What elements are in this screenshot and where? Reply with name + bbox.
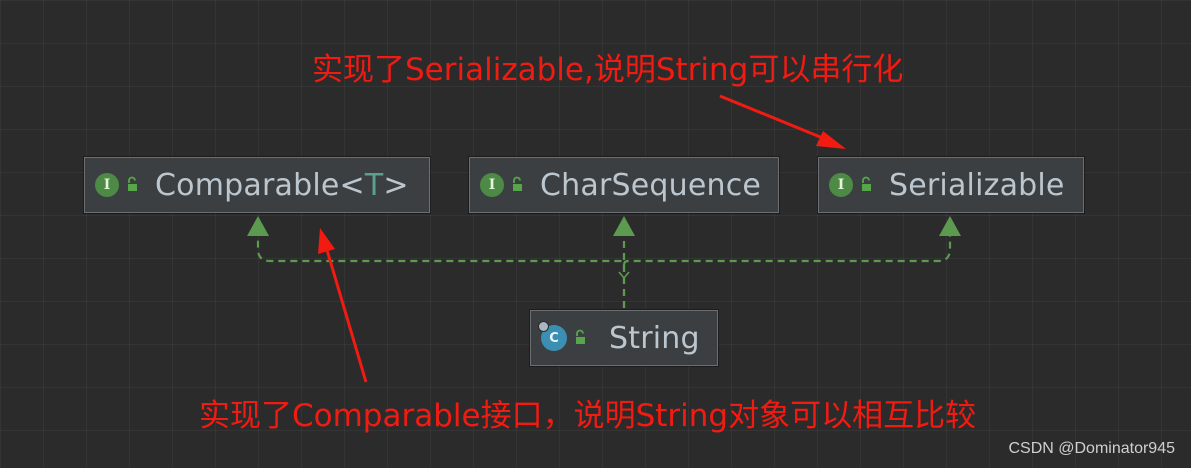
arrowhead-charsequence [613, 216, 635, 236]
node-charsequence[interactable]: I CharSequence [469, 157, 779, 213]
node-label: Serializable [889, 167, 1065, 203]
interface-icon: I [829, 173, 853, 197]
interface-icon: I [95, 173, 119, 197]
unlocked-icon [513, 176, 522, 191]
annotation-comparable: 实现了Comparable接口，说明String对象可以相互比较 [199, 398, 977, 434]
node-string[interactable]: C String [530, 310, 718, 366]
annotation-serializable: 实现了Serializable,说明String可以串行化 [312, 52, 904, 88]
type-parameter: T [364, 167, 384, 203]
annotation-arrowhead-comparable [318, 228, 335, 254]
node-comparable[interactable]: I Comparable<T> [84, 157, 430, 213]
arrowhead-comparable [247, 216, 269, 236]
node-label: String [609, 320, 700, 356]
unlocked-icon [576, 329, 585, 344]
edge-string-serializable [622, 236, 952, 266]
annotation-arrowhead-serializable [816, 131, 846, 149]
node-label: Comparable<T> [155, 167, 409, 203]
arrowhead-serializable [939, 216, 961, 236]
unlocked-icon [128, 176, 137, 191]
annotation-arrow-serializable [719, 94, 831, 143]
interface-icon: I [480, 173, 504, 197]
node-serializable[interactable]: I Serializable [818, 157, 1084, 213]
node-label: CharSequence [540, 167, 762, 203]
annotation-arrow-comparable [325, 249, 368, 383]
edge-string-comparable [256, 236, 626, 308]
unlocked-icon [862, 176, 871, 191]
class-icon: C [538, 321, 567, 351]
watermark: CSDN @Dominator945 [1008, 440, 1175, 457]
merge-arrow-tip [618, 271, 630, 280]
